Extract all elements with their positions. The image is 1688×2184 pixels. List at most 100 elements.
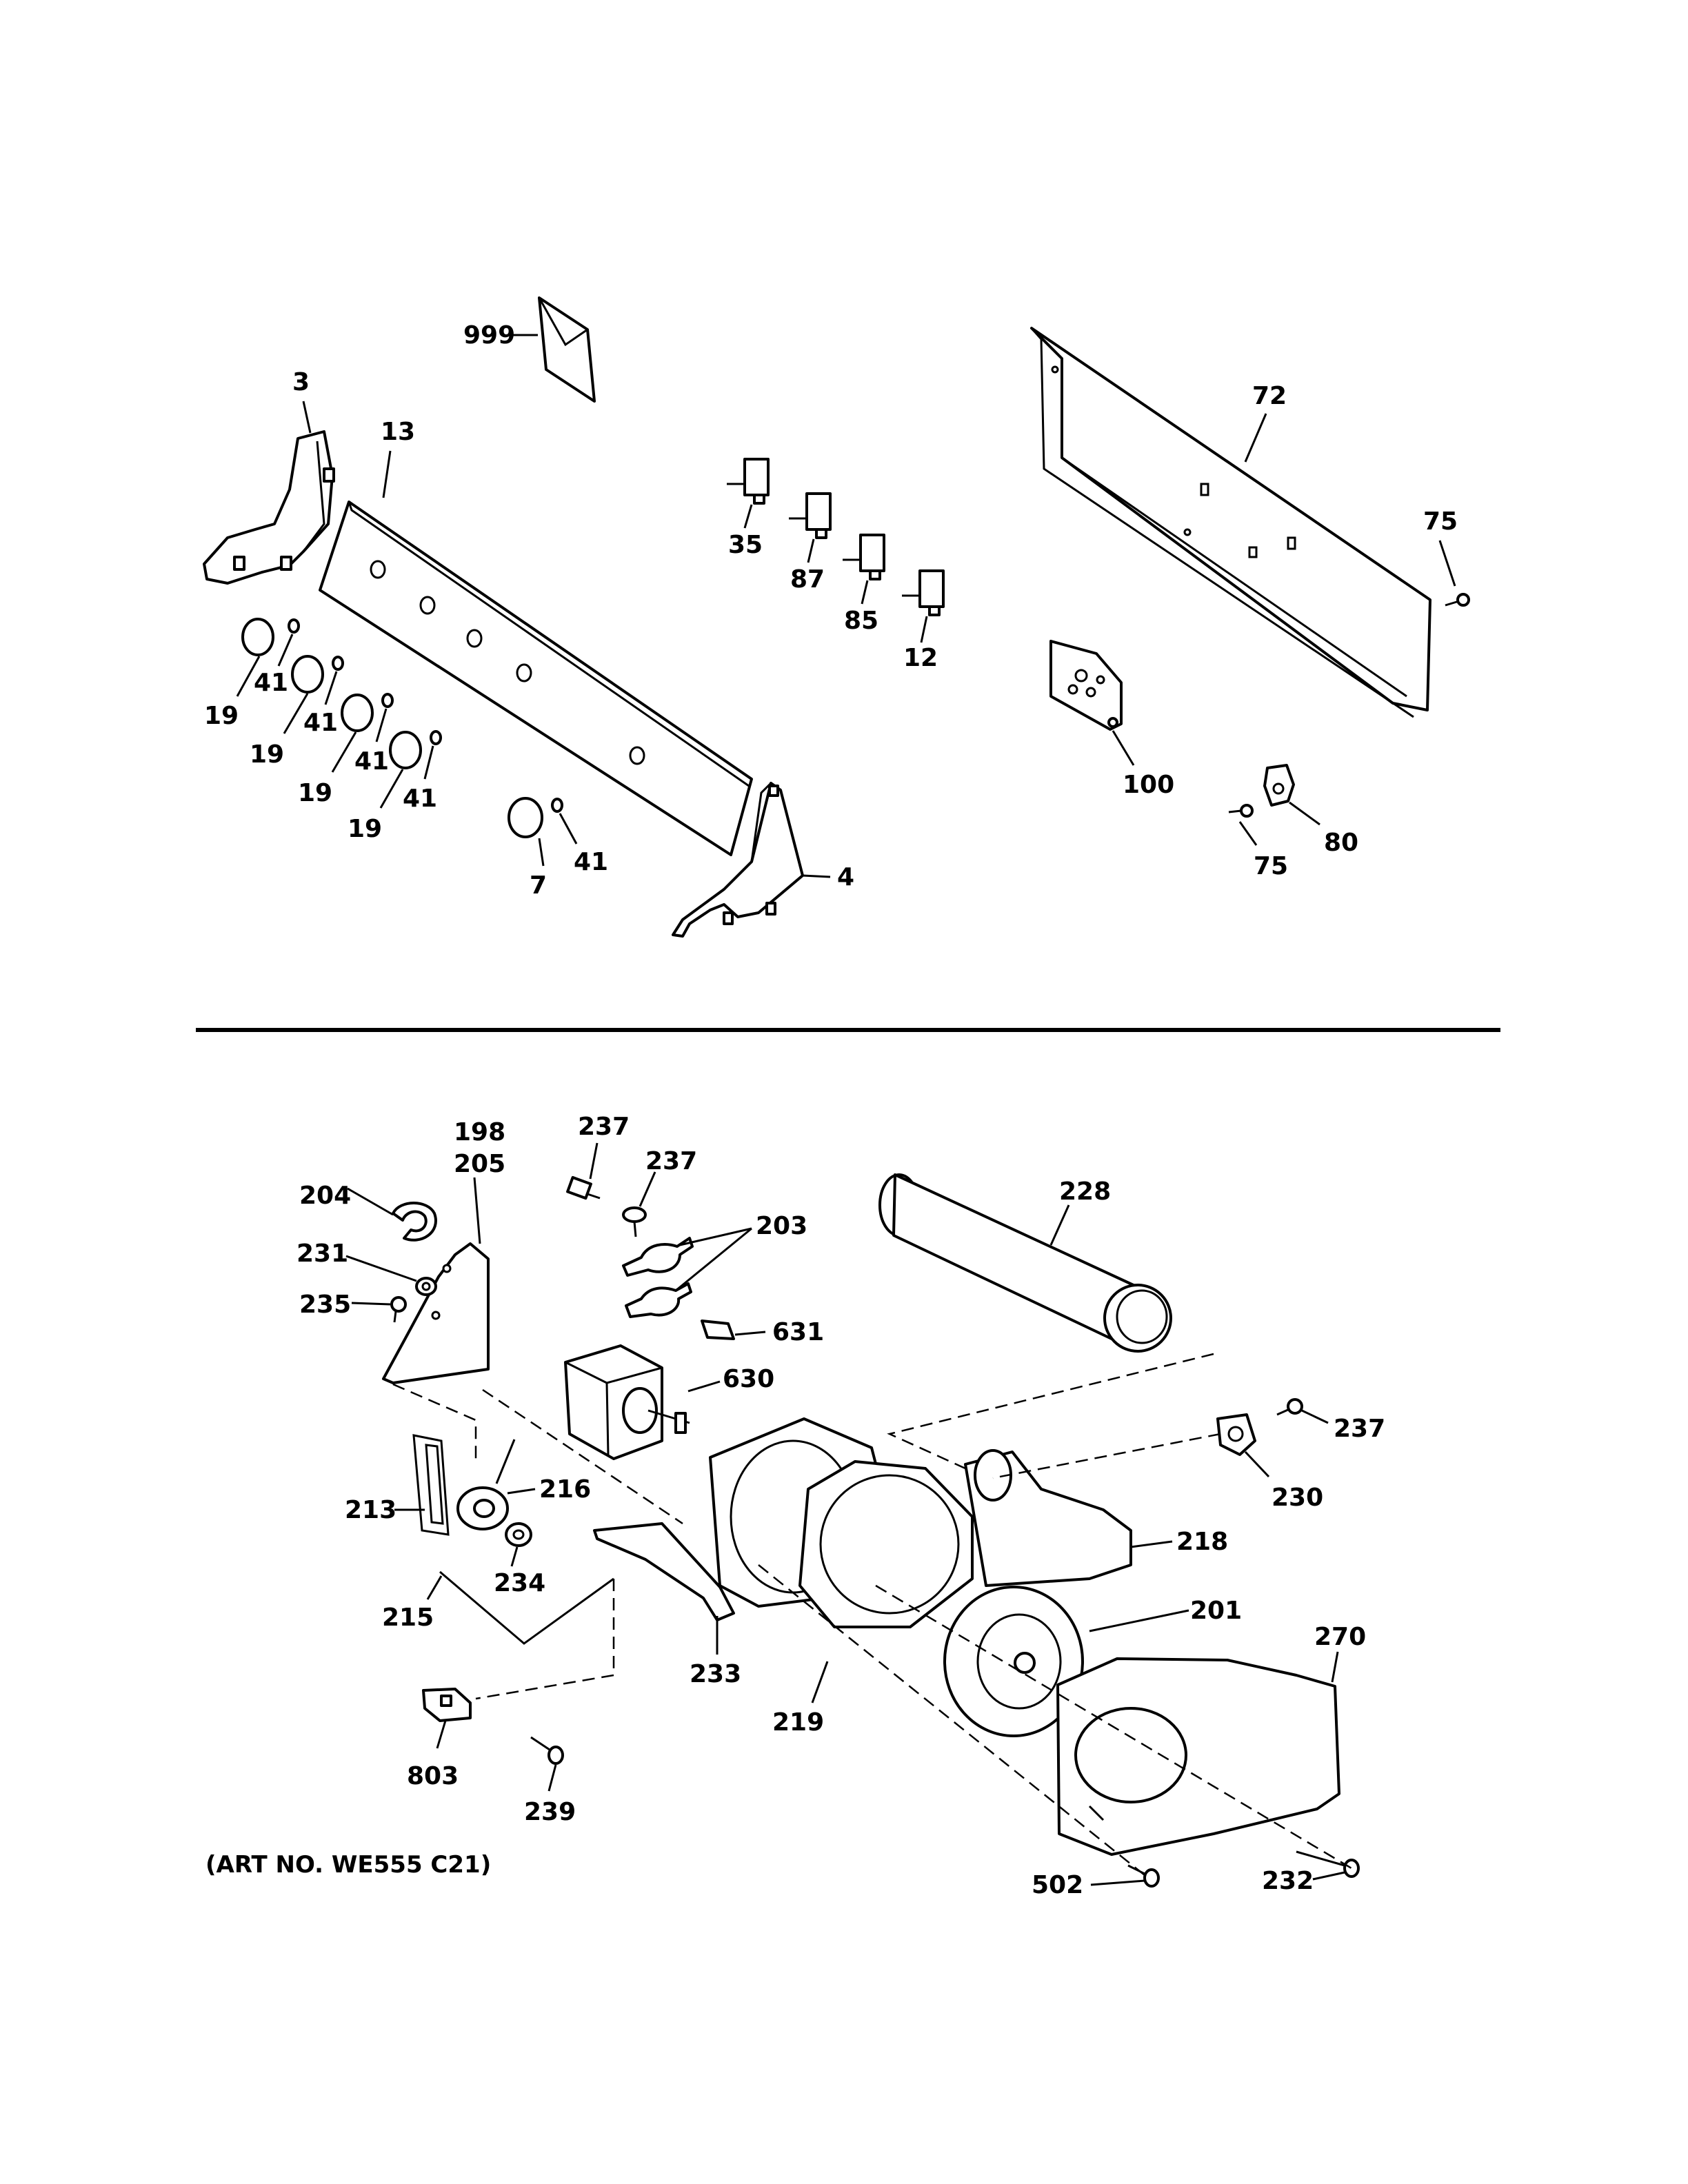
- callout-216: 216: [539, 1475, 591, 1504]
- callout-205: 205: [454, 1150, 505, 1178]
- part-999-literature: [538, 296, 596, 403]
- callout-201: 201: [1190, 1597, 1242, 1625]
- assembly-guide-lines: [392, 1353, 1352, 1876]
- part-19-knob-2: [291, 655, 324, 694]
- part-218-blower-housing: [964, 1449, 1132, 1587]
- callout-270: 270: [1314, 1623, 1366, 1651]
- part-13-control-panel: [319, 501, 753, 856]
- part-228-duct: [878, 1173, 1172, 1353]
- part-100-terminal-block: [1049, 640, 1123, 731]
- part-237-screw-3: [1276, 1398, 1303, 1416]
- callout-4: 4: [837, 863, 854, 891]
- callout-237-c: 237: [1334, 1415, 1385, 1443]
- part-85-switch: [843, 534, 885, 580]
- part-19-knob-4: [389, 731, 422, 769]
- part-237-screw-2: [622, 1206, 647, 1237]
- part-35-switch: [727, 458, 770, 505]
- callout-75-lower: 75: [1254, 852, 1288, 880]
- callout-19-a: 19: [204, 702, 239, 730]
- callout-230: 230: [1272, 1484, 1323, 1512]
- part-502-screw: [1127, 1864, 1160, 1888]
- part-41-clip-4: [430, 730, 442, 745]
- callout-100: 100: [1123, 771, 1174, 799]
- callout-228: 228: [1059, 1177, 1111, 1206]
- callout-3: 3: [292, 368, 310, 396]
- callout-41-c: 41: [354, 747, 389, 776]
- part-231-thermostat: [415, 1277, 437, 1296]
- part-72-back-panel: [1030, 327, 1431, 718]
- art-number: (ART NO. WE555 C21): [205, 1851, 491, 1879]
- part-233-base: [593, 1522, 735, 1621]
- part-41-clip-5: [551, 798, 563, 813]
- callout-237-a: 237: [578, 1113, 630, 1141]
- callout-803: 803: [407, 1762, 459, 1790]
- callout-999: 999: [463, 321, 515, 350]
- part-12-switch: [902, 569, 945, 616]
- part-232-screw: [1296, 1850, 1360, 1878]
- callout-239: 239: [524, 1798, 576, 1826]
- part-80-strain-relief: [1263, 764, 1295, 807]
- part-19-knob-1: [241, 618, 274, 656]
- part-198-205-bracket: [382, 1242, 490, 1384]
- part-213-belt: [412, 1434, 450, 1536]
- callout-72: 72: [1252, 382, 1287, 410]
- callout-198: 198: [454, 1118, 505, 1146]
- part-630-motor: [564, 1344, 690, 1460]
- callout-41-e: 41: [574, 848, 608, 876]
- callout-41-d: 41: [403, 785, 437, 813]
- part-7-knob: [508, 797, 543, 838]
- part-270-blower-cover: [1056, 1657, 1340, 1856]
- callout-502: 502: [1032, 1871, 1083, 1899]
- callout-219: 219: [772, 1708, 824, 1737]
- part-239-screw: [530, 1736, 564, 1765]
- callout-232: 232: [1262, 1867, 1314, 1895]
- part-235-screw: [390, 1296, 407, 1323]
- part-4-right-endcap: [672, 782, 804, 938]
- callout-235: 235: [299, 1291, 351, 1319]
- callout-7: 7: [530, 871, 547, 900]
- part-631-fuse: [701, 1320, 735, 1340]
- part-237-screw-1: [566, 1175, 601, 1200]
- callout-12: 12: [903, 644, 938, 672]
- part-203-clamp-1: [622, 1237, 694, 1277]
- callout-87: 87: [790, 565, 825, 594]
- part-3-left-endcap: [203, 430, 335, 585]
- part-41-clip-3: [381, 693, 394, 708]
- part-215-idler-arm: [439, 1570, 614, 1645]
- part-204-clip: [392, 1202, 437, 1242]
- part-203-clamp-2: [625, 1282, 692, 1318]
- callout-80: 80: [1324, 829, 1358, 857]
- callout-203: 203: [756, 1212, 807, 1240]
- callout-234: 234: [494, 1569, 545, 1597]
- part-41-clip-2: [332, 656, 344, 671]
- callout-233: 233: [690, 1660, 741, 1688]
- callout-204: 204: [299, 1182, 351, 1210]
- part-803-switch: [422, 1688, 472, 1722]
- callout-41-a: 41: [254, 669, 288, 697]
- callout-19-d: 19: [348, 815, 382, 843]
- callout-35: 35: [728, 531, 763, 559]
- part-75-screw: [1445, 593, 1470, 607]
- callout-19-b: 19: [250, 740, 284, 769]
- callout-630: 630: [723, 1365, 774, 1393]
- part-216-pulley: [456, 1439, 516, 1530]
- part-230-thermostat: [1216, 1413, 1256, 1456]
- callout-218: 218: [1176, 1528, 1228, 1556]
- part-41-clip-1: [288, 618, 300, 634]
- callout-215: 215: [382, 1604, 434, 1632]
- part-87-switch: [789, 492, 832, 539]
- callout-631: 631: [772, 1318, 824, 1346]
- part-75-screw-lower: [1228, 804, 1254, 818]
- callout-13: 13: [381, 418, 415, 446]
- callout-237-b: 237: [645, 1147, 697, 1175]
- callout-41-b: 41: [303, 709, 338, 737]
- callout-231: 231: [297, 1240, 348, 1268]
- part-219-blower-ring: [798, 1460, 974, 1628]
- part-201-blower-wheel: [943, 1586, 1084, 1737]
- callout-75-upper: 75: [1423, 507, 1458, 536]
- callout-213: 213: [345, 1496, 396, 1524]
- part-234-bushing: [505, 1522, 532, 1547]
- part-19-knob-3: [341, 694, 374, 732]
- callout-19-c: 19: [298, 779, 332, 807]
